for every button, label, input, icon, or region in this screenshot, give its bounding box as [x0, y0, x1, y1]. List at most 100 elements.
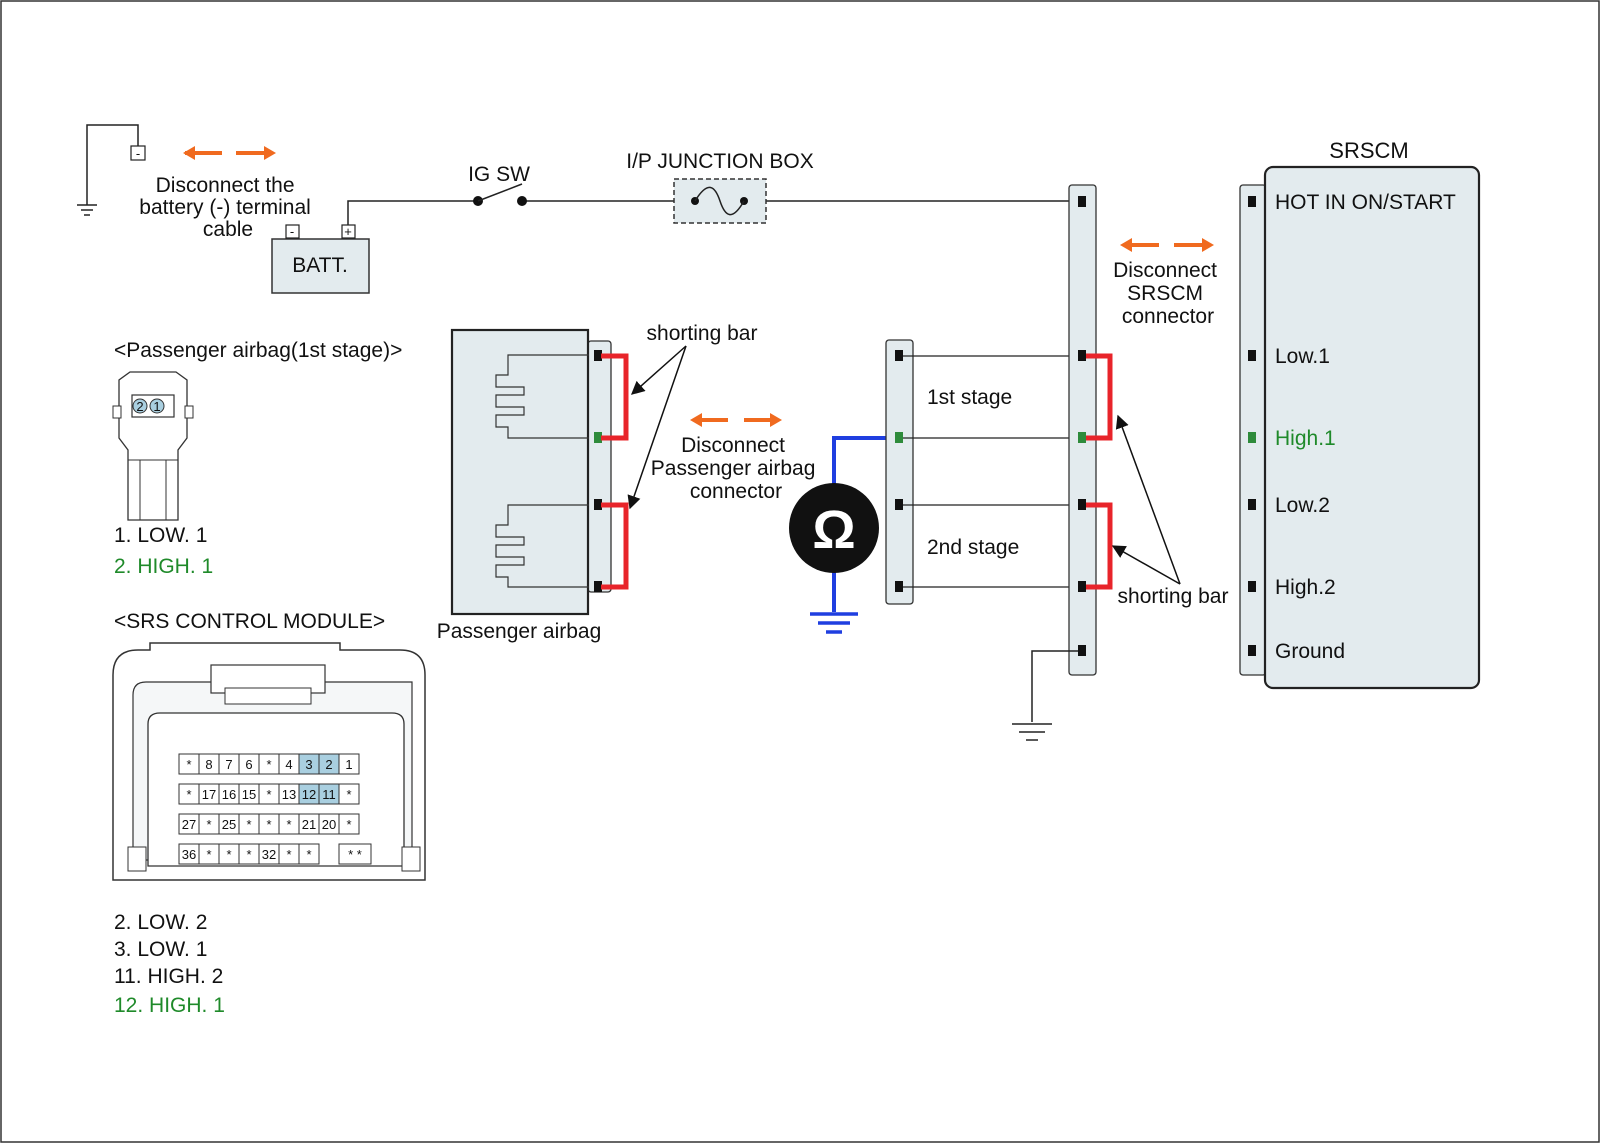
srs-pin-label: * — [246, 817, 251, 832]
srs-pin-cell — [338, 813, 360, 835]
srscm-disconnect-label: Disconnect SRSCM connector — [1113, 259, 1223, 328]
srs-pin-label: * — [266, 787, 271, 802]
srs-pin-label: 8 — [205, 757, 212, 772]
srscm-pin-low2: Low.2 — [1275, 494, 1330, 517]
stage1-label: 1st stage — [927, 386, 1012, 409]
pab-disconnect-line2: Passenger airbag — [651, 457, 816, 480]
srscm-disconnect-line3: connector — [1122, 305, 1214, 328]
srs-pin-label: 7 — [225, 757, 232, 772]
ig-sw-label: IG SW — [468, 163, 530, 186]
srs-pin-label: * — [286, 847, 291, 862]
shorting-bar-top-pointer-1 — [630, 345, 687, 395]
srs-legend-3: 11. HIGH. 2 — [114, 965, 223, 988]
srs-pin-label: 20 — [322, 817, 336, 832]
battery-plus-label: + — [344, 224, 352, 239]
srs-pin-label: * — [186, 757, 191, 772]
srs-pin-label: 17 — [202, 787, 216, 802]
pab-pin-2: 2 — [132, 398, 148, 414]
fuse-icon — [673, 178, 767, 224]
battery-negative-sign: - — [136, 146, 140, 161]
srs-pin-label: 2 — [325, 757, 332, 772]
mid-terminal-2 — [895, 432, 903, 443]
srscm-pin-high2: High.2 — [1275, 576, 1336, 599]
shorting-bar-right-pointer-1 — [1115, 414, 1181, 585]
mid-terminal-4 — [895, 581, 903, 592]
battery-minus-label: - — [290, 224, 294, 239]
mid-terminal-3 — [895, 499, 903, 510]
srs-pin-label: 27 — [182, 817, 196, 832]
ohmmeter-lead-high — [832, 436, 898, 485]
passenger-airbag-connector-strip — [587, 340, 612, 593]
srs-pin-cell — [338, 843, 372, 865]
ohmmeter-symbol: Ω — [812, 500, 855, 560]
srscm-terminal-high1 — [1248, 432, 1256, 443]
harness-terminal-low1 — [1078, 350, 1086, 361]
srscm-pin-hot: HOT IN ON/START — [1275, 191, 1456, 214]
srs-pin-label: 11 — [322, 787, 336, 802]
battery-label: BATT. — [292, 254, 348, 277]
mid-terminal-1 — [895, 350, 903, 361]
srs-pin-label: 25 — [222, 817, 236, 832]
pab-terminal-1 — [594, 350, 602, 361]
srs-pin-label: * — [346, 787, 351, 802]
battery-disconnect-label: Disconnect the battery (-) terminal cabl… — [139, 174, 316, 241]
srs-pin-label: * — [206, 847, 211, 862]
pab-pin-2-label: 2 — [136, 399, 143, 414]
pab-shorting-bar-1 — [601, 353, 629, 441]
srs-legend-4: 12. HIGH. 1 — [114, 994, 225, 1017]
srscm-title: SRSCM — [1329, 138, 1408, 163]
srs-pin-label: 15 — [242, 787, 256, 802]
srs-pin-label: 21 — [302, 817, 316, 832]
pab-disconnect-label: Disconnect Passenger airbag connector — [651, 434, 821, 503]
ohmmeter-icon: Ω — [789, 483, 879, 573]
srscm-disconnect-line1: Disconnect — [1113, 259, 1217, 282]
srscm-shorting-bar-1 — [1086, 353, 1113, 441]
srs-pin-label: 12 — [302, 787, 316, 802]
passenger-airbag-module — [450, 328, 590, 616]
srs-pin-label: 1 — [345, 757, 352, 772]
srs-pin-label: 32 — [262, 847, 276, 862]
srscm-module — [1263, 165, 1481, 690]
srscm-terminal-low1 — [1248, 350, 1256, 361]
srs-pin-label: * — [286, 817, 291, 832]
srscm-pin-high1: High.1 — [1275, 427, 1336, 450]
srscm-harness-connector — [1068, 184, 1097, 676]
battery-disconnect-arrows-icon — [183, 146, 276, 160]
harness-wires — [903, 355, 1078, 588]
srs-pin-cell — [338, 753, 360, 775]
pab-pin-1-label: 1 — [153, 399, 160, 414]
pab-terminal-3 — [594, 499, 602, 510]
battery-disconnect-line1: Disconnect the — [156, 174, 295, 197]
pab-disconnect-arrows-icon — [690, 413, 782, 427]
ohmmeter-ground-icon — [810, 612, 858, 634]
battery-disconnect-line3: cable — [203, 218, 253, 241]
middle-harness-connector — [885, 339, 914, 605]
srs-pin-label: * — [206, 817, 211, 832]
shorting-bar-top-pointer-2 — [627, 345, 687, 510]
srscm-pin-low1: Low.1 — [1275, 345, 1330, 368]
srscm-terminal-high2 — [1248, 581, 1256, 592]
srs-pin-label: * — [186, 787, 191, 802]
pab-connector-title: <Passenger airbag(1st stage)> — [114, 339, 402, 362]
srscm-pin-ground: Ground — [1275, 640, 1345, 663]
battery-negative-terminal-loose[interactable]: - — [130, 145, 146, 161]
srs-pin-label: 6 — [245, 757, 252, 772]
battery: - + BATT. — [271, 224, 370, 294]
harness-terminal-ground — [1078, 645, 1086, 656]
srs-pin-label: 3 — [305, 757, 312, 772]
power-wire — [347, 200, 1080, 225]
srs-pin-label: * — [266, 757, 271, 772]
srs-pin-label: * — [346, 817, 351, 832]
srscm-disconnect-arrows-icon — [1120, 238, 1214, 252]
srs-legend-1: 2. LOW. 2 — [114, 911, 207, 934]
srscm-terminal-low2 — [1248, 499, 1256, 510]
shorting-bar-label-top: shorting bar — [647, 322, 758, 345]
srs-pin-label: 4 — [285, 757, 292, 772]
srs-pin-label: * * — [348, 847, 362, 862]
pab-pin-1: 1 — [149, 398, 165, 414]
srs-pin-label: * — [306, 847, 311, 862]
srs-module-title: <SRS CONTROL MODULE> — [114, 610, 385, 633]
pab-legend-2: 2. HIGH. 1 — [114, 555, 213, 578]
